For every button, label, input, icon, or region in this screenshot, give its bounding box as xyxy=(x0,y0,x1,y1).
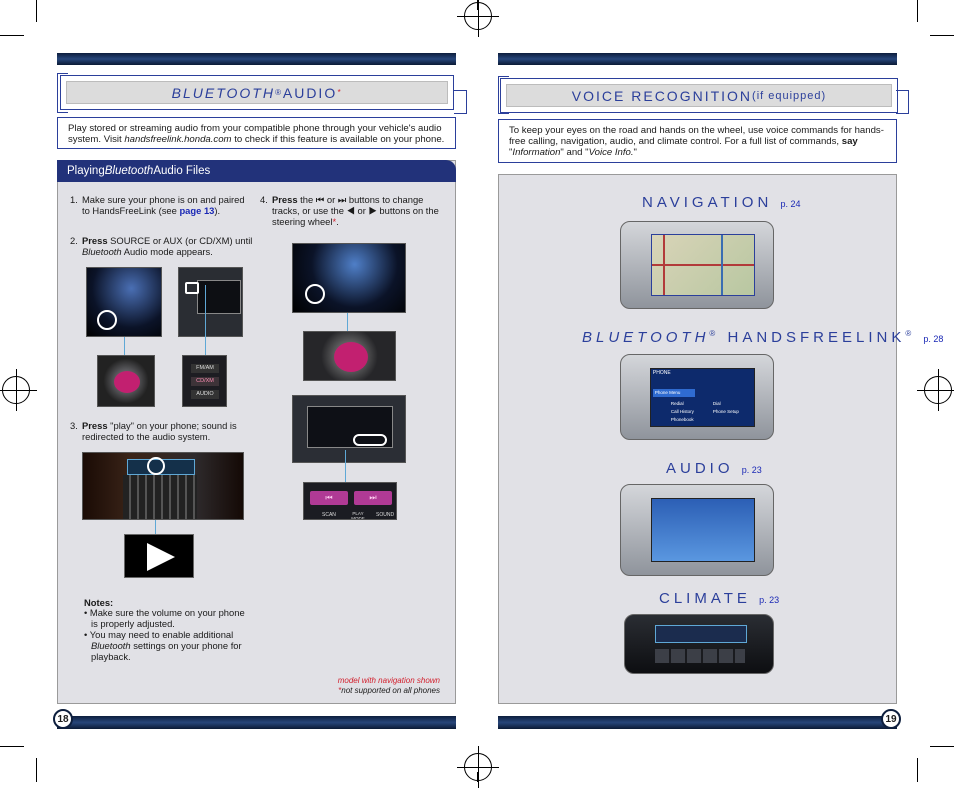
crop-mark xyxy=(930,35,954,36)
skip-back-icon: ⏮ xyxy=(315,194,325,205)
left-arrow-icon: ◀ xyxy=(346,205,355,216)
crop-mark xyxy=(917,0,918,22)
title-bracket xyxy=(896,90,909,114)
leader-line xyxy=(345,450,346,482)
dashboard-photo-2 xyxy=(292,243,406,313)
title-box-left: BLUETOOTH® AUDIO* xyxy=(60,75,454,110)
page-13-link[interactable]: page 13 xyxy=(179,205,215,216)
page-number-right: 19 xyxy=(881,709,901,729)
nav-audio-screen-photo xyxy=(292,395,406,463)
bluetooth-heading: BLUETOOTH® HANDSFREELINK® p. 28 xyxy=(582,329,944,346)
registration-mark xyxy=(0,369,37,411)
fm-am-button: FM/AM xyxy=(191,364,219,373)
crop-mark xyxy=(36,758,37,782)
section-heading: Playing Bluetooth Audio Files xyxy=(57,160,456,182)
climate-heading: CLIMATE p. 23 xyxy=(659,590,780,607)
track-buttons-photo: ⏮ ⏭ SCAN PLAY MODE SOUND xyxy=(303,482,397,520)
phone-photo xyxy=(82,452,244,520)
phone-screen: PHONE Phone Menu Redial Dial Call Histor… xyxy=(620,354,774,440)
phonebook-item: Phonebook xyxy=(670,417,694,423)
bottom-band-left xyxy=(57,716,456,729)
dial-item: Dial xyxy=(712,401,721,407)
note-2: • You may need to enable additional Blue… xyxy=(84,629,242,662)
footnote-model: model with navigation shown xyxy=(337,676,440,685)
prev-track-button: ⏮ xyxy=(310,491,348,505)
navigation-heading: NAVIGATION p. 24 xyxy=(642,194,801,211)
notes: Notes: xyxy=(84,597,114,608)
footnote-phones: *not supported on all phones xyxy=(338,686,440,695)
crop-mark xyxy=(930,746,954,747)
steering-buttons-photo-2 xyxy=(303,331,396,381)
next-track-button: ⏭ xyxy=(354,491,392,505)
title-bracket xyxy=(498,76,509,114)
play-mode-button-label: PLAY MODE xyxy=(351,511,365,520)
phone-label: PHONE xyxy=(652,370,671,377)
crop-mark xyxy=(0,35,24,36)
note-1: • Make sure the volume on your phone is … xyxy=(84,607,245,629)
audio-screen xyxy=(620,484,774,576)
top-band-right xyxy=(498,53,897,65)
steering-wheel-buttons-photo xyxy=(97,355,155,407)
leader-line xyxy=(155,520,156,534)
title-bracket xyxy=(57,73,68,113)
title-box-right: VOICE RECOGNITION (if equipped) xyxy=(500,78,898,113)
climate-panel xyxy=(624,614,774,674)
page-title-right: VOICE RECOGNITION (if equipped) xyxy=(571,87,827,104)
leader-line xyxy=(124,337,125,355)
intro-box-right: To keep your eyes on the road and hands … xyxy=(498,119,897,163)
play-icon xyxy=(124,534,194,578)
audio-display-photo xyxy=(178,267,243,337)
skip-forward-icon: ⏭ xyxy=(337,194,347,205)
navigation-screen xyxy=(620,221,774,309)
redial-item: Redial xyxy=(670,401,684,407)
bottom-band-right xyxy=(498,716,897,729)
page-title: BLUETOOTH® AUDIO* xyxy=(171,84,343,101)
crop-mark xyxy=(36,0,37,22)
call-history-item: Call History xyxy=(670,409,694,415)
audio-heading: AUDIO p. 23 xyxy=(666,460,762,477)
phone-setup-item: Phone Setup xyxy=(712,409,739,415)
sound-button-label: SOUND xyxy=(376,512,395,518)
registration-mark xyxy=(917,369,954,411)
leader-line xyxy=(205,285,206,355)
intro-box-left: Play stored or streaming audio from your… xyxy=(57,117,456,149)
leader-line xyxy=(347,313,348,331)
scan-button-label: SCAN xyxy=(322,512,336,518)
audio-button: AUDIO xyxy=(191,390,219,399)
source-buttons-photo: FM/AM CD/XM AUDIO xyxy=(182,355,227,407)
dashboard-photo xyxy=(86,267,162,337)
phone-menu-tab: Phone Menu xyxy=(652,389,695,398)
crop-mark xyxy=(0,746,24,747)
page-number-left: 18 xyxy=(53,709,73,729)
cd-xm-button: CD/XM xyxy=(191,377,219,386)
right-arrow-icon: ▶ xyxy=(368,205,377,216)
registration-mark xyxy=(457,0,499,37)
crop-mark xyxy=(917,758,918,782)
registration-mark xyxy=(457,746,499,788)
top-band-left xyxy=(57,53,456,65)
title-bracket xyxy=(454,90,467,114)
